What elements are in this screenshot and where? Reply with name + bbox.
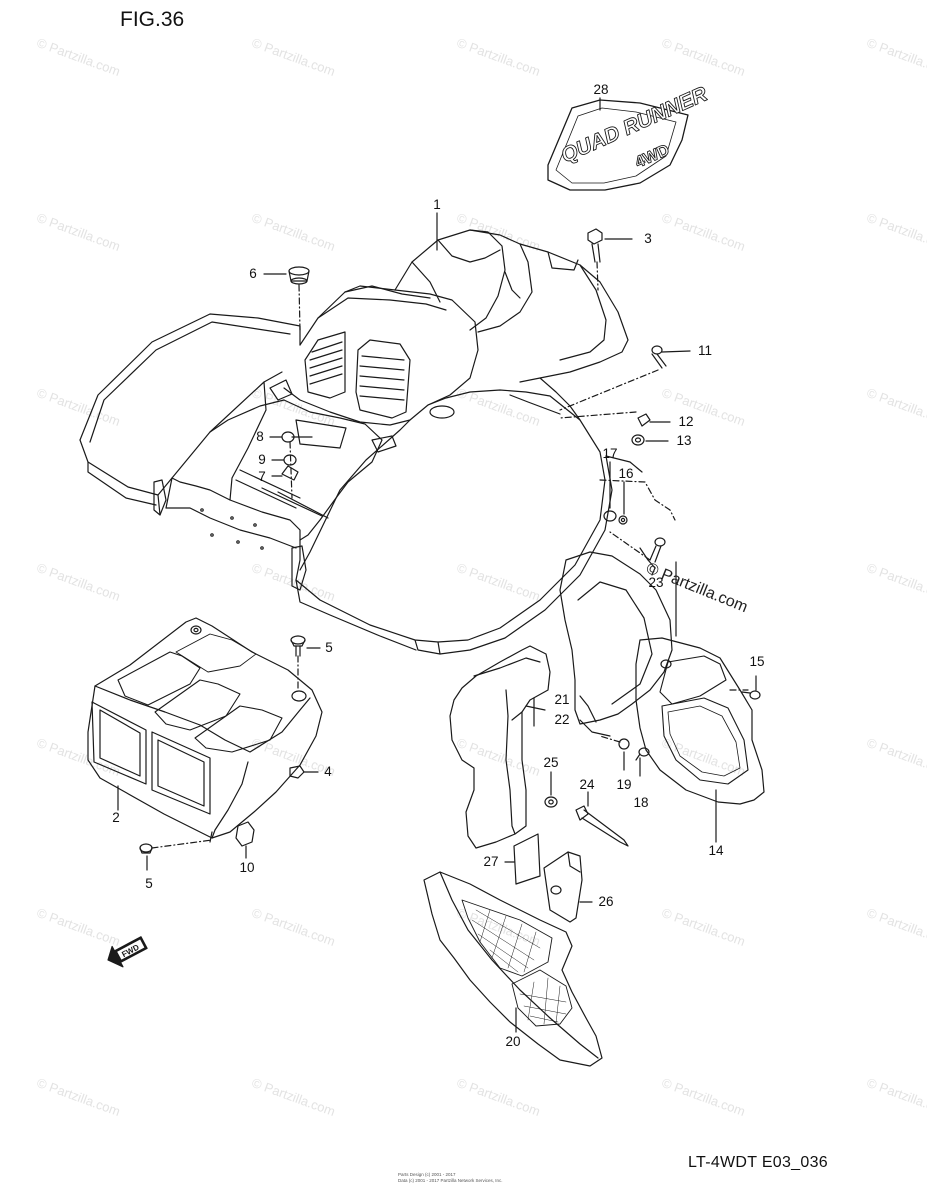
credit-line-1: Parts Design (c) 2001 - 2017 (398, 1172, 456, 1177)
callout-11[interactable]: 11 (697, 343, 712, 358)
callout-6[interactable]: 6 (249, 266, 257, 281)
callout-28[interactable]: 28 (593, 82, 609, 97)
rivet-part-24 (576, 792, 628, 846)
screw-part-18 (600, 736, 649, 776)
callout-15[interactable]: 15 (749, 654, 765, 669)
hardware-parts-7-8-9 (270, 432, 312, 498)
credit-text: Parts Design (c) 2001 - 2017 Data (c) 20… (398, 1172, 503, 1184)
hardware-part-6 (264, 267, 309, 330)
credit-line-2: Data (c) 2001 - 2017 Partzilla Network S… (398, 1178, 503, 1183)
washer-part-19 (619, 739, 629, 770)
callout-10[interactable]: 10 (239, 860, 255, 875)
callout-13[interactable]: 13 (676, 433, 692, 448)
screw-part-11 (560, 346, 690, 410)
screw-part-15 (742, 676, 760, 699)
callout-9[interactable]: 9 (258, 452, 266, 467)
callout-22[interactable]: 22 (554, 712, 570, 727)
callout-23[interactable]: 23 (648, 575, 664, 590)
diagram-code: LT-4WDT E03_036 (688, 1154, 828, 1171)
side-panel-part-14 (636, 562, 764, 842)
callout-27[interactable]: 27 (483, 854, 499, 869)
callout-5[interactable]: 5 (325, 640, 333, 655)
lower-guard-part-20 (424, 872, 602, 1066)
fwd-arrow-icon: FWD (103, 932, 149, 971)
callout-21[interactable]: 21 (554, 692, 570, 707)
screw-part-5-upper (291, 636, 320, 656)
callout-24[interactable]: 24 (579, 777, 595, 792)
screw-part-23 (610, 532, 665, 575)
splash-guard (560, 552, 672, 736)
rear-fender-part-1 (80, 230, 642, 654)
callout-19[interactable]: 19 (616, 777, 632, 792)
callout-7[interactable]: 7 (258, 469, 266, 484)
callout-14[interactable]: 14 (708, 843, 724, 858)
callout-1[interactable]: 1 (433, 197, 441, 212)
callout-16[interactable]: 16 (618, 466, 634, 481)
callout-18[interactable]: 18 (633, 795, 649, 810)
nut-part-13 (632, 435, 668, 445)
nut-part-12 (560, 412, 670, 426)
callout-12[interactable]: 12 (678, 414, 694, 429)
callout-26[interactable]: 26 (598, 894, 614, 909)
screw-part-5-lower (140, 840, 212, 870)
callout-4[interactable]: 4 (324, 764, 332, 779)
callout-8[interactable]: 8 (256, 429, 264, 444)
callout-5-lower[interactable]: 5 (145, 876, 153, 891)
clip-part-4 (290, 766, 318, 778)
callout-3[interactable]: 3 (644, 231, 652, 246)
bolt-part-3 (588, 229, 632, 290)
mud-guard-part-21-22 (450, 646, 550, 848)
washer-part-25 (545, 772, 557, 807)
callout-2[interactable]: 2 (112, 810, 120, 825)
callout-25[interactable]: 25 (543, 755, 559, 770)
figure-title: FIG.36 (120, 8, 185, 31)
washers-part-16-17 (600, 462, 675, 524)
bracket-part-26 (544, 852, 592, 922)
console-vents (305, 332, 410, 418)
flap-part-2 (88, 618, 322, 838)
pad-part-27 (505, 834, 540, 884)
callout-20[interactable]: 20 (505, 1034, 521, 1049)
decal-part-28: QUAD RUNNER 4WD (548, 82, 712, 190)
callout-17[interactable]: 17 (602, 446, 618, 461)
clip-part-10 (210, 822, 254, 858)
